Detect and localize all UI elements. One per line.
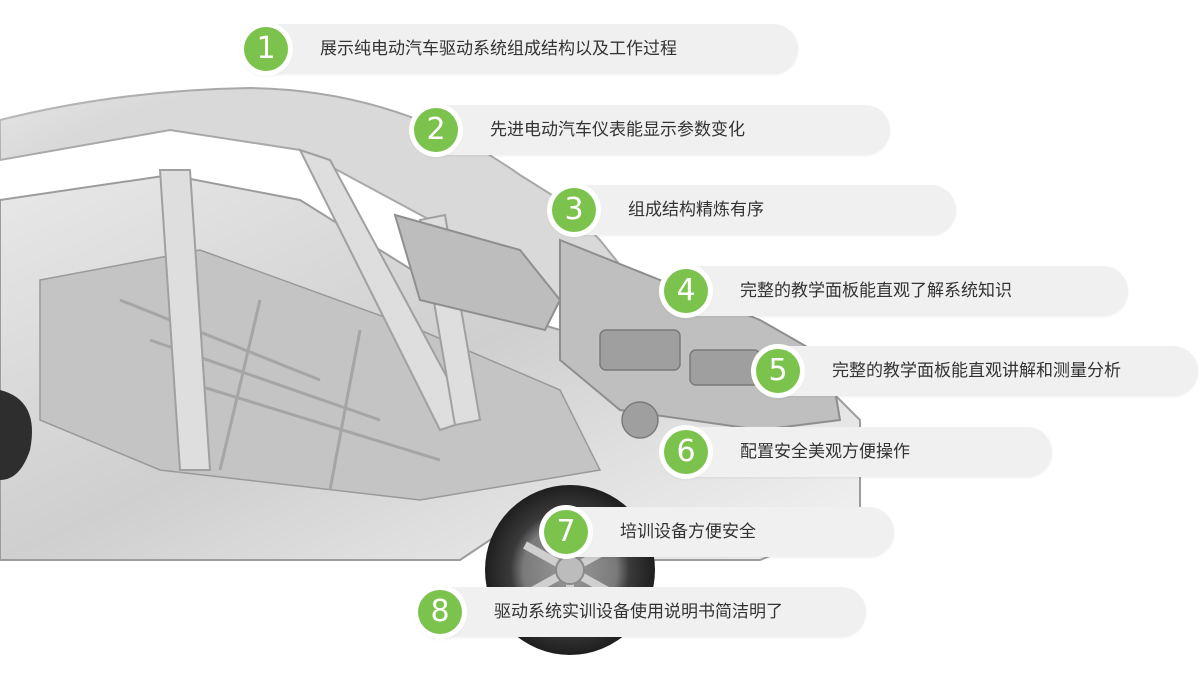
feature-number-badge: 3 — [552, 188, 596, 232]
feature-number-badge: 7 — [544, 510, 588, 554]
feature-item-7: 7 培训设备方便安全 — [540, 507, 894, 557]
feature-number-badge: 6 — [664, 430, 708, 474]
feature-text: 完整的教学面板能直观了解系统知识 — [740, 281, 1012, 301]
feature-number-badge: 8 — [418, 590, 462, 634]
feature-item-5: 5 完整的教学面板能直观讲解和测量分析 — [752, 346, 1198, 396]
feature-item-2: 2 先进电动汽车仪表能显示参数变化 — [410, 105, 890, 155]
feature-item-4: 4 完整的教学面板能直观了解系统知识 — [660, 266, 1128, 316]
feature-item-1: 1 展示纯电动汽车驱动系统组成结构以及工作过程 — [240, 24, 798, 74]
feature-number-badge: 2 — [414, 108, 458, 152]
feature-text: 培训设备方便安全 — [620, 522, 756, 542]
feature-text: 完整的教学面板能直观讲解和测量分析 — [832, 361, 1121, 381]
feature-text: 先进电动汽车仪表能显示参数变化 — [490, 120, 745, 140]
feature-item-8: 8 驱动系统实训设备使用说明书简洁明了 — [414, 587, 866, 637]
feature-number-badge: 1 — [244, 27, 288, 71]
feature-text: 驱动系统实训设备使用说明书简洁明了 — [494, 602, 783, 622]
feature-text: 组成结构精炼有序 — [628, 200, 764, 220]
feature-item-3: 3 组成结构精炼有序 — [548, 185, 956, 235]
feature-item-6: 6 配置安全美观方便操作 — [660, 427, 1052, 477]
feature-number-badge: 5 — [756, 349, 800, 393]
feature-number-badge: 4 — [664, 269, 708, 313]
feature-text: 展示纯电动汽车驱动系统组成结构以及工作过程 — [320, 39, 677, 59]
feature-text: 配置安全美观方便操作 — [740, 442, 910, 462]
